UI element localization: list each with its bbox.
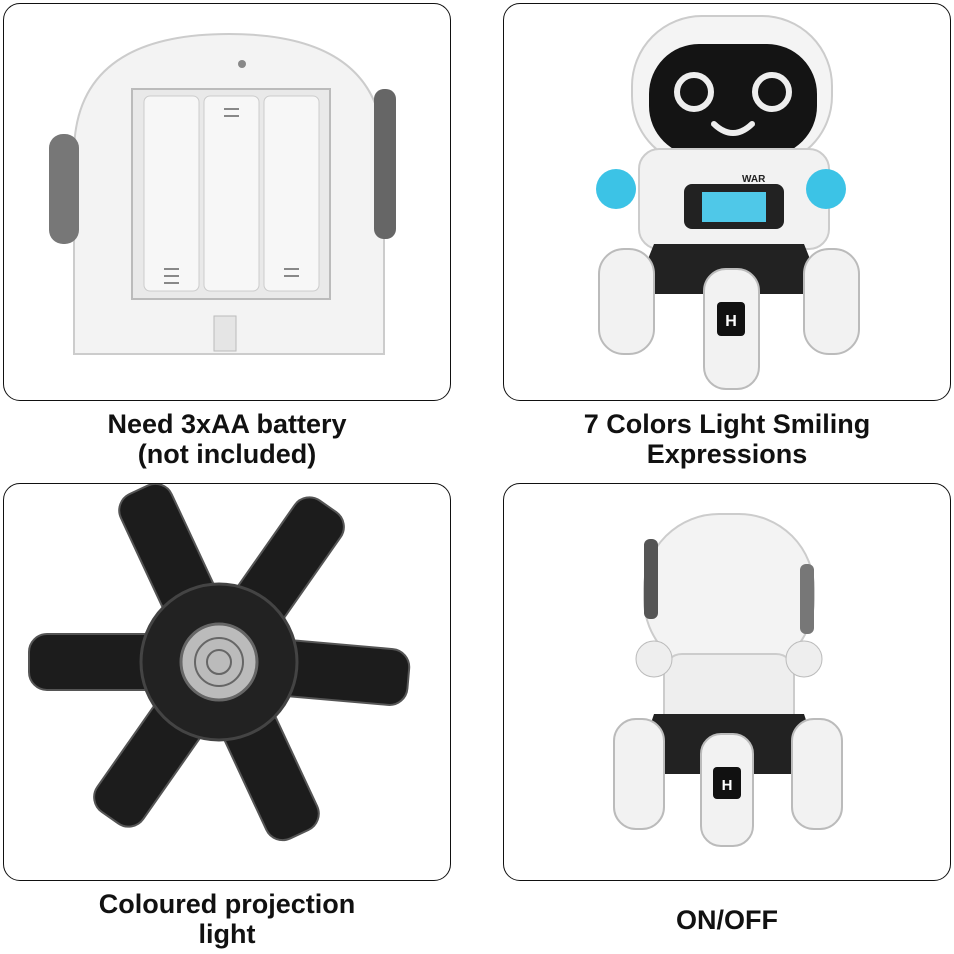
battery-compartment-image: [3, 3, 451, 401]
leg-label: H: [722, 777, 733, 794]
robot-underside-image: [3, 483, 451, 881]
robot-front-image: WAR H: [503, 3, 951, 401]
caption-line: ON/OFF: [676, 905, 778, 935]
caption-line: Need 3xAA battery: [107, 409, 347, 439]
caption-expressions: 7 Colors Light Smiling Expressions: [500, 409, 954, 469]
caption-line: (not included): [137, 439, 317, 469]
caption-projection: Coloured projection light: [0, 889, 454, 949]
caption-line: light: [198, 919, 256, 949]
chest-label: WAR: [742, 174, 766, 185]
caption-line: Expressions: [646, 439, 808, 469]
robot-back-image: H: [503, 483, 951, 881]
caption-line: 7 Colors Light Smiling: [583, 409, 871, 439]
leg-label: H: [725, 313, 737, 330]
caption-line: Coloured projection: [98, 889, 356, 919]
caption-battery: Need 3xAA battery (not included): [0, 409, 454, 469]
caption-on-off: ON/OFF: [500, 905, 954, 935]
